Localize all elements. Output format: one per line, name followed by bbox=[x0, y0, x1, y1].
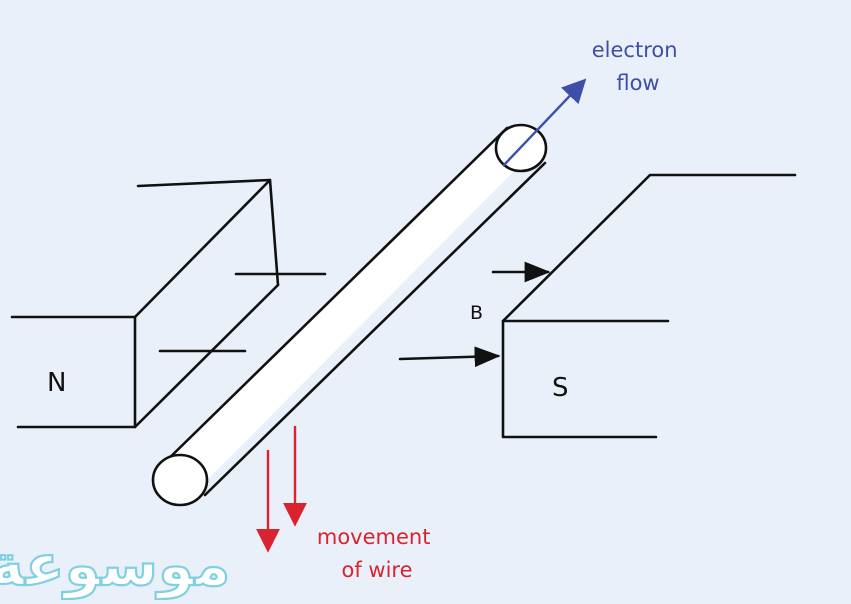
movement-label: movement of wire bbox=[317, 525, 437, 582]
electron-flow-label: electron flow bbox=[592, 38, 684, 95]
watermark-logo: موسوعة bbox=[0, 531, 230, 600]
movement-arrows bbox=[256, 426, 307, 553]
electron-flow-arrow bbox=[502, 78, 587, 167]
north-magnet bbox=[10, 178, 327, 429]
north-pole-label: N bbox=[47, 368, 66, 398]
field-label: B bbox=[470, 302, 483, 324]
south-magnet bbox=[501, 173, 797, 439]
south-pole-label: S bbox=[552, 373, 569, 403]
field-arrow-lower bbox=[398, 346, 501, 368]
